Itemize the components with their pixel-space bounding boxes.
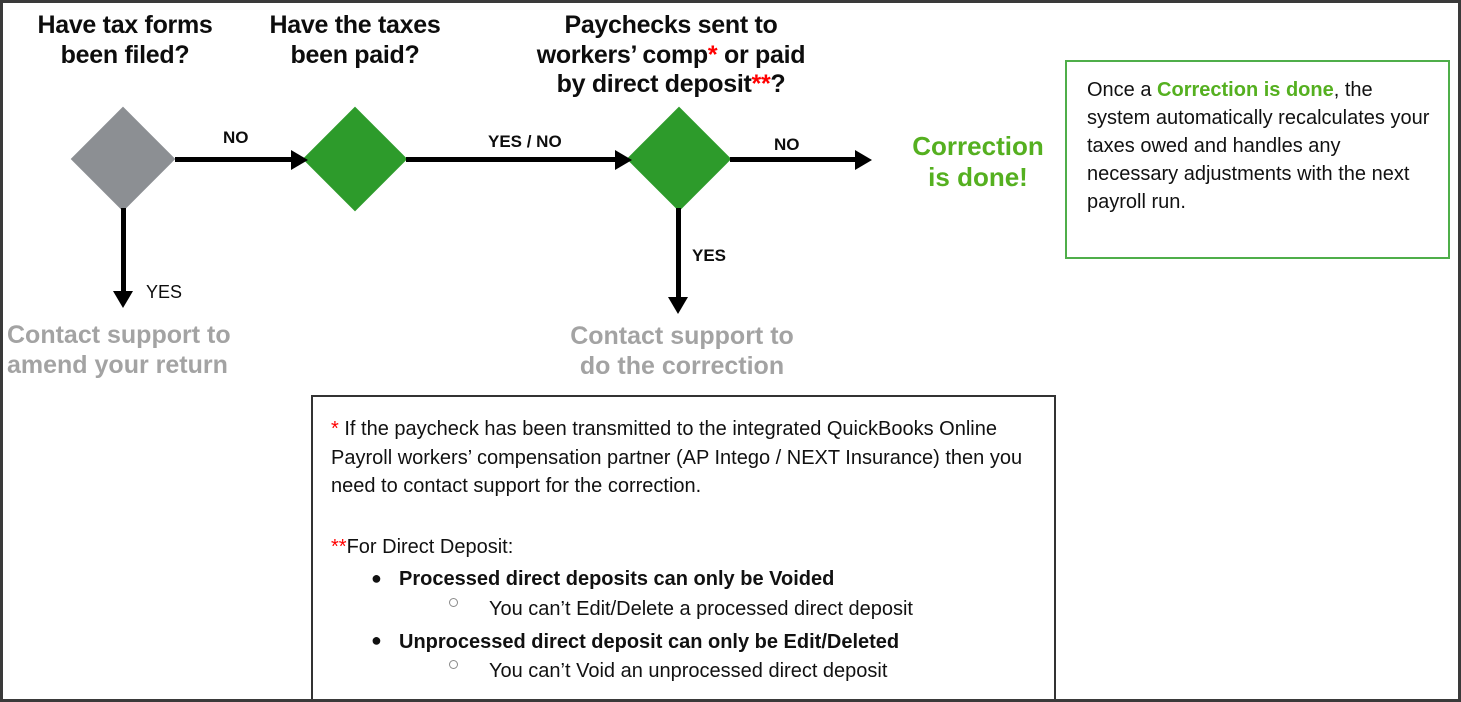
connector-arrowhead-yes-1 [113, 291, 133, 308]
heading-line-3b: ? [770, 70, 786, 98]
asterisk-double-marker: ** [751, 70, 771, 98]
footnote-sub-bullet-list: You can’t Void an unprocessed direct dep… [399, 657, 1036, 686]
footnote-paragraph-text: If the paycheck has been transmitted to … [331, 418, 1023, 498]
list-item-label: Unprocessed direct deposit can only be E… [399, 630, 900, 653]
footnote-bullet-list: ● Processed direct deposits can only be … [331, 565, 1036, 685]
callout-text-before: Once a [1087, 79, 1158, 101]
list-item: ● Unprocessed direct deposit can only be… [365, 628, 1036, 686]
asterisk-double-marker: ** [331, 535, 347, 558]
connector-arrowhead-no-1 [291, 150, 308, 170]
sub-list-item-label: You can’t Edit/Delete a processed direct… [489, 597, 913, 620]
sub-list-item-label: You can’t Void an unprocessed direct dep… [489, 660, 888, 683]
footnote-paragraph-workers-comp: * If the paycheck has been transmitted t… [331, 415, 1036, 501]
edge-label-yes-2: YES [692, 246, 727, 265]
connector-line-yes-no [406, 157, 618, 162]
heading-line-1: Paychecks sent to [564, 11, 778, 39]
heading-line-2: been filed? [60, 40, 190, 69]
bullet-circle-icon [449, 598, 458, 608]
result-correction-is-done: Correction is done! [912, 131, 1044, 193]
sub-list-item: You can’t Edit/Delete a processed direct… [445, 595, 1036, 624]
connector-line-no-1 [175, 157, 293, 162]
edge-label-no-2: NO [774, 135, 800, 154]
bullet-dot-icon: ● [371, 630, 382, 651]
list-item-label: Processed direct deposits can only be Vo… [399, 568, 835, 591]
result-contact-support-amend: Contact support to amend your return [7, 321, 231, 379]
connector-arrowhead-yes-2 [668, 297, 688, 314]
question-heading-taxes-paid: Have the taxes been paid? [253, 11, 457, 70]
footnote-sub-bullet-list: You can’t Edit/Delete a processed direct… [399, 595, 1036, 624]
edge-label-no-1: NO [223, 128, 249, 147]
connector-arrowhead-yes-no [615, 150, 632, 170]
heading-line-1: Have tax forms [37, 11, 213, 39]
bullet-circle-icon [449, 660, 458, 670]
heading-line-3a: by direct deposit [556, 70, 752, 98]
connector-line-no-2 [730, 157, 858, 162]
footnote-direct-deposit-title: **For Direct Deposit: [331, 533, 1036, 562]
connector-arrowhead-no-2 [855, 150, 872, 170]
heading-line-2b: or paid [717, 40, 806, 69]
bullet-dot-icon: ● [371, 568, 382, 589]
heading-line-2a: workers’ comp [536, 40, 708, 69]
footnote-content: * If the paycheck has been transmitted t… [313, 397, 1054, 686]
question-heading-paychecks: Paychecks sent to workers’ comp* or paid… [519, 11, 823, 100]
decision-node-workers-comp-direct-deposit[interactable] [626, 106, 732, 212]
heading-line-2: been paid? [290, 40, 420, 69]
decision-node-taxes-paid[interactable] [302, 106, 408, 212]
sub-list-item: You can’t Void an unprocessed direct dep… [445, 657, 1036, 686]
footnote-box: * If the paycheck has been transmitted t… [311, 395, 1056, 699]
callout-text-after: , the system automatically recalculates … [1087, 79, 1430, 213]
edge-label-yes-1: YES [146, 282, 183, 302]
connector-line-yes-2 [676, 208, 681, 300]
asterisk-single-marker: * [331, 418, 339, 440]
footnote-direct-deposit-title-text: For Direct Deposit: [346, 535, 514, 558]
callout-box-correction-info: Once a Correction is done, the system au… [1065, 60, 1450, 259]
question-heading-tax-forms: Have tax forms been filed? [13, 11, 237, 70]
asterisk-single-marker: * [707, 40, 718, 69]
heading-line-1: Have the taxes [269, 11, 441, 39]
result-contact-support-correction: Contact support to do the correction [570, 322, 794, 380]
callout-text: Once a Correction is done, the system au… [1087, 76, 1432, 216]
decision-node-tax-forms-filed[interactable] [70, 106, 176, 212]
edge-label-yes-no: YES / NO [488, 132, 562, 151]
list-item: ● Processed direct deposits can only be … [365, 565, 1036, 623]
connector-line-yes-1 [121, 208, 126, 294]
callout-highlight-correction-is-done: Correction is done [1157, 79, 1334, 101]
